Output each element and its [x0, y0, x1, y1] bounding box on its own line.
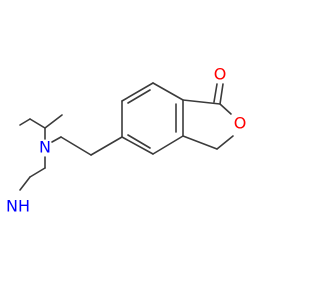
carbonyl-oxygen-label: O	[214, 65, 227, 84]
bond-benzene-2	[152, 135, 184, 155]
bond-ch2-benzene	[182, 135, 218, 150]
bond-piperazine-2	[29, 118, 46, 129]
bond-piperazine-6	[19, 176, 31, 191]
bond-methyl	[44, 114, 63, 129]
bond-benzene-inner-3	[127, 89, 151, 104]
bond-lines	[19, 82, 234, 191]
ring-oxygen-label: O	[234, 114, 247, 133]
bond-carbonyl-outer	[219, 83, 224, 105]
bond-carbonyl-ring-oxygen	[219, 103, 232, 115]
piperazine-nitrogen-label: N	[39, 138, 51, 157]
bond-piperazine-3	[19, 118, 31, 126]
bond-benzene-carbonyl	[182, 99, 221, 105]
structure-canvas: O O N NH	[6, 64, 247, 216]
bond-benzene-5	[121, 82, 154, 102]
bond-piperazine-4	[29, 167, 46, 178]
bond-benzene-6	[152, 82, 184, 101]
bond-ethyl-2	[60, 136, 92, 156]
bond-ethyl-1	[90, 136, 123, 156]
bond-linker-piperazine	[51, 136, 62, 143]
bond-carbonyl-inner	[213, 83, 218, 103]
amine-nitrogen-label: NH	[6, 197, 30, 216]
bond-benzene-3	[121, 136, 154, 155]
molecule-structure: O O N NH	[6, 65, 246, 216]
bond-ring-oxygen-ch2	[216, 135, 234, 150]
atom-labels: O O N NH	[6, 65, 246, 216]
bond-benzene-inner-2	[127, 134, 151, 149]
